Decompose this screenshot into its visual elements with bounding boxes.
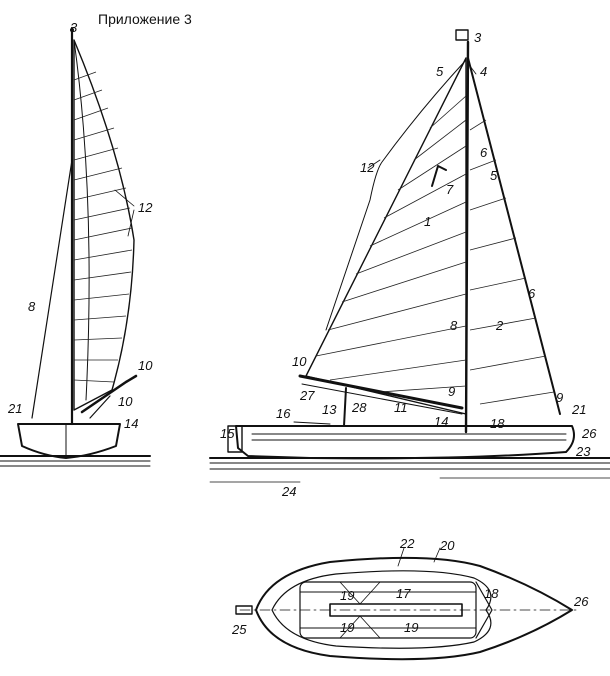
plan-callout-22: 22: [399, 536, 415, 551]
front-callout-10b: 10: [118, 394, 133, 409]
appendix-title: Приложение 3: [98, 11, 192, 27]
side-callout-5b: 5: [490, 168, 498, 183]
plan-view: 22 20 19 17 18 26 25 19 19: [231, 536, 589, 661]
side-callout-21: 21: [571, 402, 586, 417]
side-callout-16: 16: [276, 406, 291, 421]
front-sail: [73, 39, 135, 411]
side-callout-13: 13: [322, 402, 337, 417]
side-callout-3: 3: [474, 30, 482, 45]
side-callout-6b: 6: [528, 286, 536, 301]
plan-callout-19a: 19: [340, 588, 354, 603]
plan-callout-26: 26: [573, 594, 589, 609]
side-mainsail-hatching: [315, 95, 467, 393]
side-callout-4: 4: [480, 64, 487, 79]
side-view: 3 5 4 6 5 7 12 1 6 8 2 10 9 27 13 28 11 …: [209, 29, 610, 499]
side-callout-27: 27: [299, 388, 315, 403]
side-callout-1: 1: [424, 214, 431, 229]
front-callout-14: 14: [124, 416, 138, 431]
front-view: 3 12 8 10 10 21 14: [0, 20, 153, 467]
front-callout-21: 21: [7, 401, 22, 416]
plan-callout-18: 18: [484, 586, 499, 601]
side-callout-23: 23: [575, 444, 591, 459]
side-callout-9a: 9: [448, 384, 455, 399]
side-hull: [235, 425, 575, 460]
side-callout-2: 2: [495, 318, 504, 333]
side-callout-7: 7: [446, 182, 454, 197]
plan-callout-25: 25: [231, 622, 247, 637]
side-callout-12: 12: [360, 160, 375, 175]
plan-callout-17: 17: [396, 586, 411, 601]
side-callout-28: 28: [351, 400, 367, 415]
front-callout-3: 3: [70, 20, 78, 35]
front-callout-10a: 10: [138, 358, 153, 373]
side-callout-24: 24: [281, 484, 296, 499]
side-jib-hatching: [469, 119, 555, 405]
side-callout-18: 18: [490, 416, 505, 431]
side-mainsail: [305, 57, 467, 415]
plan-hull: [255, 556, 573, 661]
side-forestay: [467, 57, 561, 415]
side-callout-11: 11: [394, 400, 408, 415]
side-boom: [298, 374, 464, 410]
side-callout-5a: 5: [436, 64, 444, 79]
side-callout-6a: 6: [480, 145, 488, 160]
side-callout-8: 8: [450, 318, 458, 333]
plan-callout-19c: 19: [404, 620, 418, 635]
front-callout-12: 12: [138, 200, 153, 215]
side-callout-15: 15: [220, 426, 235, 441]
front-sail-hatching: [73, 71, 133, 383]
side-callout-14: 14: [434, 414, 448, 429]
plan-callout-19b: 19: [340, 620, 354, 635]
front-shroud: [31, 159, 73, 419]
side-callout-26: 26: [581, 426, 597, 441]
side-callout-9b: 9: [556, 390, 563, 405]
plan-callout-20: 20: [439, 538, 455, 553]
front-callout-8: 8: [28, 299, 36, 314]
front-hull: [17, 423, 121, 459]
side-waterline: [209, 457, 610, 483]
side-callout-10: 10: [292, 354, 307, 369]
